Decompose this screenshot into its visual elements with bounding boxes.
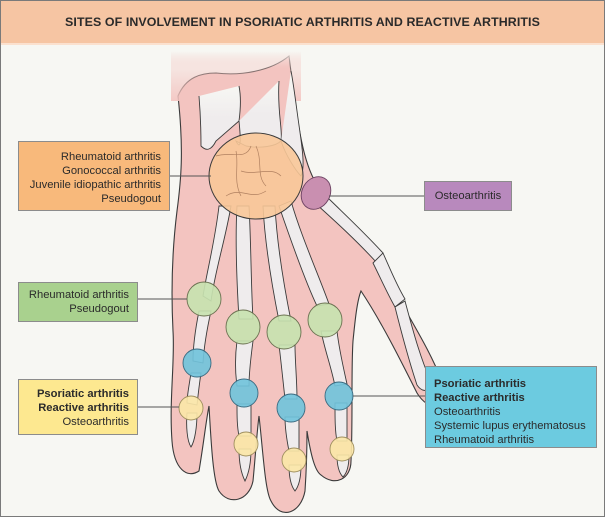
mcp-conditions-label: Rheumatoid arthritis Pseudogout	[18, 282, 138, 322]
finger-bones	[186, 190, 434, 492]
label-line: Gonococcal arthritis	[62, 165, 161, 177]
label-line: Rheumatoid arthritis	[434, 434, 535, 446]
pip-blue-joints	[182, 348, 354, 423]
label-line: Osteoarthritis	[62, 416, 129, 428]
label-line: Juvenile idiopathic arthritis	[29, 179, 161, 191]
label-line: Osteoarthritis	[434, 406, 501, 418]
label-line: Pseudogout	[101, 193, 161, 205]
label-line: Reactive arthritis	[38, 402, 129, 414]
pip-right-conditions-label: Psoriatic arthritis Reactive arthritis O…	[425, 366, 597, 448]
mcp-joints	[186, 281, 343, 350]
cmc-joint	[300, 176, 332, 210]
dip-left-conditions-label: Psoriatic arthritis Reactive arthritis O…	[18, 379, 138, 435]
title-bar: SITES OF INVOLVEMENT IN PSORIATIC ARTHRI…	[1, 1, 604, 45]
label-line: Reactive arthritis	[434, 392, 525, 404]
label-line: Psoriatic arthritis	[434, 378, 527, 390]
cmc-conditions-label: Osteoarthritis	[424, 181, 512, 211]
figure-title: SITES OF INVOLVEMENT IN PSORIATIC ARTHRI…	[65, 15, 540, 29]
label-line: Rheumatoid arthritis	[60, 151, 161, 163]
label-line: Psoriatic arthritis	[36, 388, 129, 400]
wrist-conditions-label: Rheumatoid arthritis Gonococcal arthriti…	[18, 141, 170, 211]
label-line: Osteoarthritis	[434, 190, 502, 202]
dip-yellow-joints	[178, 395, 355, 473]
label-line: Pseudogout	[69, 303, 129, 315]
label-line: Systemic lupus erythematosus	[434, 420, 586, 432]
label-line: Rheumatoid arthritis	[28, 289, 129, 301]
leader-lines	[138, 175, 425, 408]
wrist-carpal-joint	[208, 132, 304, 220]
